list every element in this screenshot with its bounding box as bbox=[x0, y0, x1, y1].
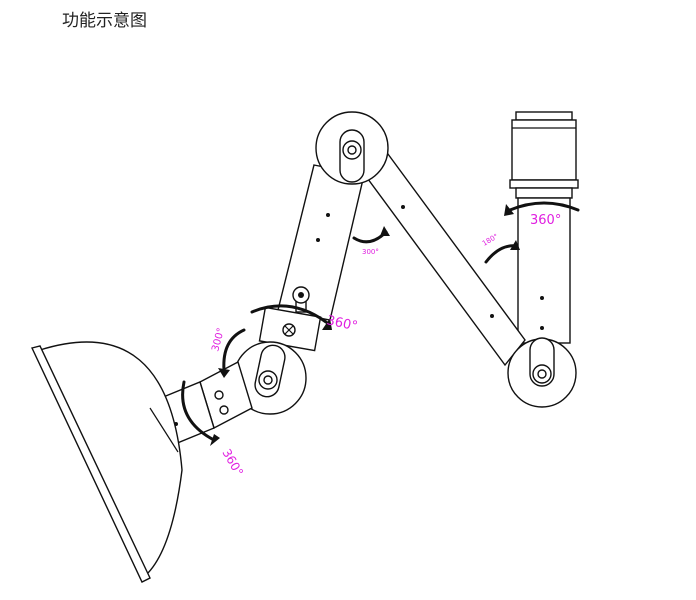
wall-mount bbox=[509, 111, 579, 199]
wrist-angle: 300° bbox=[210, 327, 227, 353]
vertical-tube bbox=[517, 197, 571, 344]
diagram-title: 功能示意图 bbox=[62, 11, 147, 31]
wrist-joint bbox=[233, 341, 307, 415]
mid-swivel-angle: 360° bbox=[325, 313, 359, 334]
upper-joint-arrow bbox=[484, 240, 520, 264]
hood-swivel-angle: 360° bbox=[219, 447, 246, 479]
wall-swivel-arrow bbox=[504, 201, 580, 216]
middle-arm bbox=[277, 164, 365, 321]
elbow-arrow bbox=[352, 226, 390, 244]
mid-swivel-arrow bbox=[250, 304, 332, 330]
extraction-hood bbox=[31, 341, 183, 583]
wall-swivel-angle: 360° bbox=[530, 213, 561, 228]
wrist-arrow bbox=[218, 328, 246, 378]
right-lower-joint bbox=[507, 337, 577, 408]
elbow-angle: 300° bbox=[362, 248, 379, 256]
upper-joint-angle: 180° bbox=[481, 232, 500, 247]
adjustment-knob bbox=[292, 286, 310, 313]
hood-swivel-arrow bbox=[181, 380, 220, 446]
upper-arm bbox=[364, 148, 526, 367]
top-joint bbox=[315, 111, 389, 185]
